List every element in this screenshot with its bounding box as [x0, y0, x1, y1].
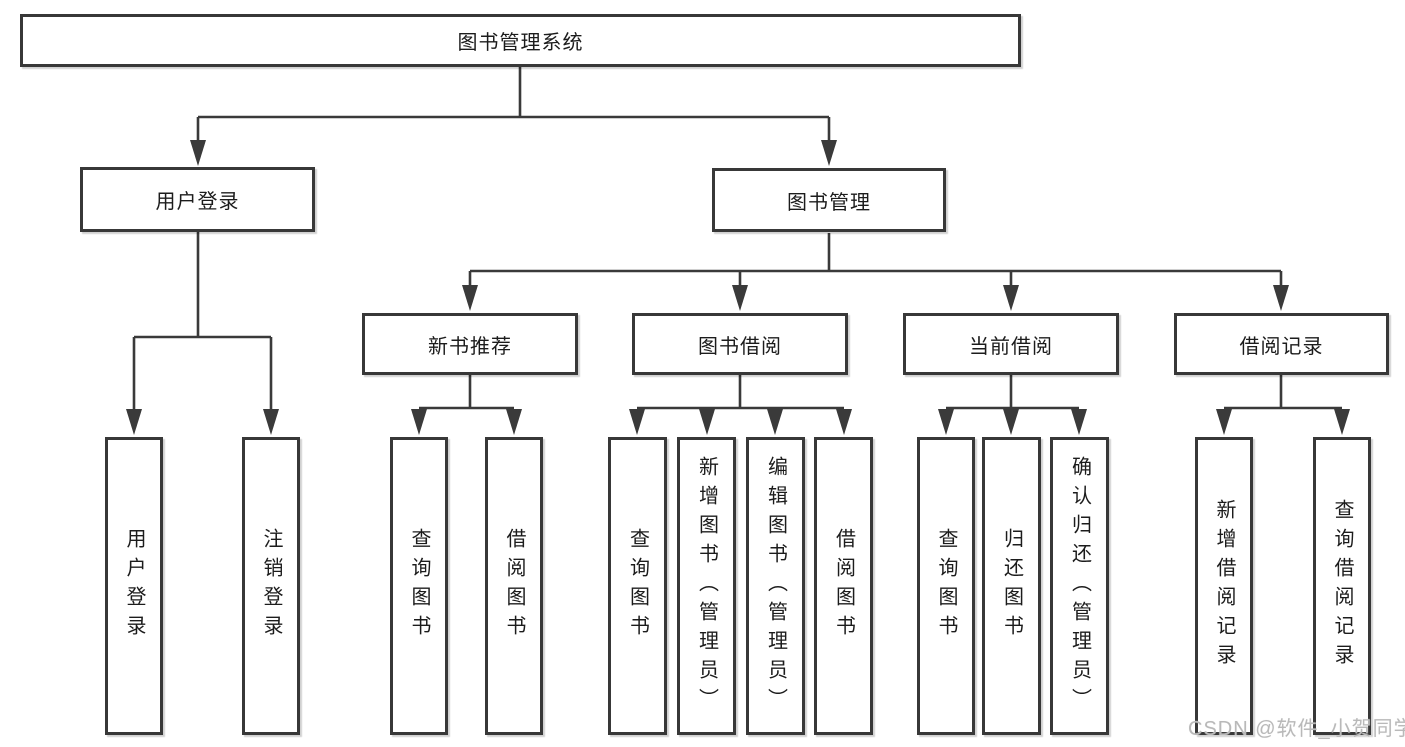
watermark: CSDN @软件_小贺同学: [1188, 718, 1405, 740]
node-root: 图书管理系统: [20, 14, 1021, 67]
connector-borrow-records-to-children: [1216, 375, 1350, 435]
leaf-recommend-borrow-books-label: 借阅图书: [503, 528, 525, 644]
leaf-user-login-label: 用户登录: [123, 528, 145, 644]
leaf-confirm-return-admin-label: 确认归还（管理员）: [1068, 455, 1091, 717]
leaf-borrow-books-label: 借阅图书: [832, 528, 855, 644]
leaf-current-query-books-label: 查询图书: [935, 528, 957, 644]
node-new-book-recommend-label: 新书推荐: [428, 335, 512, 358]
leaf-add-borrow-record-label: 新增借阅记录: [1213, 499, 1235, 673]
leaf-current-query-books: 查询图书: [917, 437, 975, 735]
leaf-logout-label: 注销登录: [260, 528, 282, 644]
leaf-recommend-borrow-books: 借阅图书: [485, 437, 543, 735]
node-book-borrow: 图书借阅: [632, 313, 848, 375]
leaf-recommend-query-books-label: 查询图书: [408, 528, 430, 644]
leaf-recommend-query-books: 查询图书: [390, 437, 448, 735]
node-new-book-recommend: 新书推荐: [362, 313, 578, 375]
leaf-return-books: 归还图书: [982, 437, 1041, 735]
node-borrow-records: 借阅记录: [1174, 313, 1389, 375]
leaf-return-books-label: 归还图书: [1000, 528, 1023, 644]
connector-root-to-level1: [190, 67, 837, 166]
node-current-borrow: 当前借阅: [903, 313, 1119, 375]
leaf-query-borrow-record-label: 查询借阅记录: [1331, 499, 1353, 673]
node-root-label: 图书管理系统: [457, 32, 584, 54]
leaf-user-login: 用户登录: [105, 437, 163, 735]
connector-book-management-to-groups: [462, 233, 1289, 311]
leaf-edit-books-admin: 编辑图书（管理员）: [746, 437, 805, 735]
connector-user-login-to-children: [126, 232, 279, 435]
connector-book-borrow-to-children: [629, 375, 852, 435]
node-user-login: 用户登录: [80, 167, 315, 232]
connector-new-book-recommend-to-children: [411, 375, 522, 435]
leaf-add-borrow-record: 新增借阅记录: [1195, 437, 1253, 735]
leaf-logout: 注销登录: [242, 437, 300, 735]
leaf-edit-books-admin-label: 编辑图书（管理员）: [764, 455, 787, 717]
leaf-add-books-admin: 新增图书（管理员）: [677, 437, 736, 735]
node-borrow-records-label: 借阅记录: [1239, 335, 1324, 358]
node-book-borrow-label: 图书借阅: [698, 335, 782, 358]
leaf-query-borrow-record: 查询借阅记录: [1313, 437, 1371, 735]
node-book-management-label: 图书管理: [787, 191, 871, 214]
leaf-add-books-admin-label: 新增图书（管理员）: [695, 455, 718, 717]
connector-current-borrow-to-children: [938, 375, 1087, 435]
node-book-management: 图书管理: [712, 168, 946, 232]
node-current-borrow-label: 当前借阅: [969, 335, 1053, 358]
leaf-confirm-return-admin: 确认归还（管理员）: [1050, 437, 1109, 735]
node-user-login-label: 用户登录: [155, 191, 240, 213]
leaf-borrow-query-books: 查询图书: [608, 437, 667, 735]
leaf-borrow-books: 借阅图书: [814, 437, 873, 735]
leaf-borrow-query-books-label: 查询图书: [626, 528, 649, 644]
